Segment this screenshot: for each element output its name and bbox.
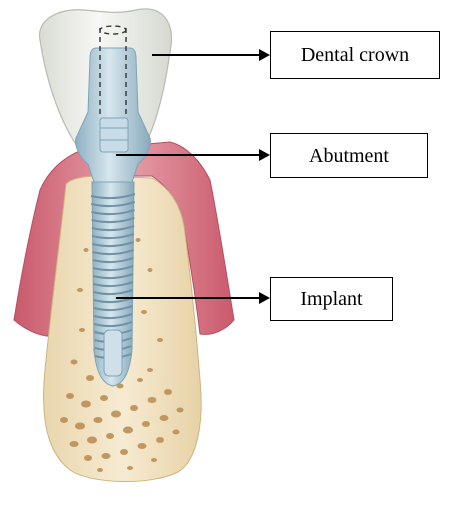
implant-label: Implant — [270, 277, 393, 321]
dental-crown-label: Dental crown — [270, 31, 440, 79]
implant-screw — [91, 182, 135, 386]
abutment-label: Abutment — [270, 133, 428, 178]
